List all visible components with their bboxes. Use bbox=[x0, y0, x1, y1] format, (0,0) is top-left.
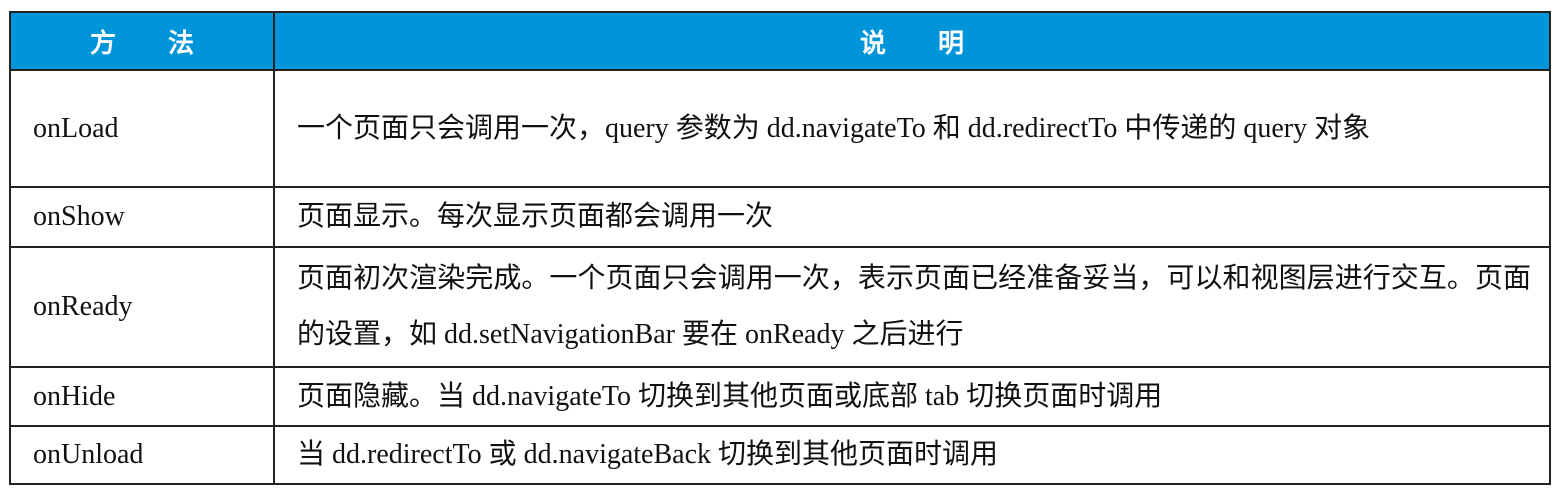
lifecycle-methods-table: 方 法 说 明 onLoad 一个页面只会调用一次，query 参数为 dd.n… bbox=[9, 11, 1551, 485]
method-cell: onUnload bbox=[9, 425, 275, 485]
description-cell: 页面隐藏。当 dd.navigateTo 切换到其他页面或底部 tab 切换页面… bbox=[273, 366, 1551, 427]
description-cell: 页面显示。每次显示页面都会调用一次 bbox=[273, 186, 1551, 248]
method-cell: onReady bbox=[9, 246, 275, 368]
description-cell: 一个页面只会调用一次，query 参数为 dd.navigateTo 和 dd.… bbox=[273, 69, 1551, 188]
table-row: onUnload 当 dd.redirectTo 或 dd.navigateBa… bbox=[9, 425, 1551, 485]
description-cell: 页面初次渲染完成。一个页面只会调用一次，表示页面已经准备妥当，可以和视图层进行交… bbox=[273, 246, 1551, 368]
method-cell: onHide bbox=[9, 366, 275, 427]
description-cell: 当 dd.redirectTo 或 dd.navigateBack 切换到其他页… bbox=[273, 425, 1551, 485]
header-description: 说 明 bbox=[273, 11, 1551, 71]
header-method: 方 法 bbox=[9, 11, 275, 71]
method-cell: onLoad bbox=[9, 69, 275, 188]
table-header-row: 方 法 说 明 bbox=[9, 11, 1551, 71]
table-row: onHide 页面隐藏。当 dd.navigateTo 切换到其他页面或底部 t… bbox=[9, 366, 1551, 427]
table-row: onShow 页面显示。每次显示页面都会调用一次 bbox=[9, 186, 1551, 248]
method-cell: onShow bbox=[9, 186, 275, 248]
table-row: onLoad 一个页面只会调用一次，query 参数为 dd.navigateT… bbox=[9, 69, 1551, 188]
table-row: onReady 页面初次渲染完成。一个页面只会调用一次，表示页面已经准备妥当，可… bbox=[9, 246, 1551, 368]
